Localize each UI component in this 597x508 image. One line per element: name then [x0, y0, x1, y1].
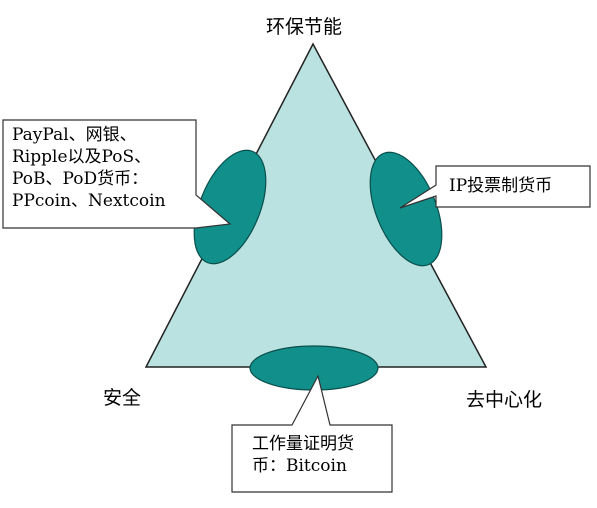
ellipse-left	[193, 149, 267, 265]
vertex-top-label: 环保节能	[266, 16, 343, 38]
ellipse-right	[369, 151, 443, 267]
callout-bottom-line: 工作量证明货	[252, 434, 354, 454]
callout-left-line: Ripple以及PoS、	[12, 147, 152, 167]
callout-left-line: PayPal、网银、	[12, 125, 137, 145]
callout-bottom-line: 币：Bitcoin	[252, 456, 347, 476]
vertex-bottom-left-label: 安全	[103, 387, 142, 409]
callout-bottom-shape	[231, 374, 393, 493]
callout-left-shape	[2, 119, 232, 229]
callout-left-text: PayPal、网银、 Ripple以及PoS、 PoB、PoD货币： PPcoi…	[12, 124, 166, 212]
vertex-bottom-right-label: 去中心化	[466, 389, 543, 411]
callout-left-line: PPcoin、Nextcoin	[12, 191, 166, 211]
callout-right-shape	[399, 165, 591, 209]
callout-bottom-text: 工作量证明货 币：Bitcoin	[252, 433, 354, 477]
callout-right-text: IP投票制货币	[449, 175, 552, 197]
callout-right-line: IP投票制货币	[449, 176, 553, 196]
callout-left-line: PoB、PoD货币：	[12, 169, 149, 189]
